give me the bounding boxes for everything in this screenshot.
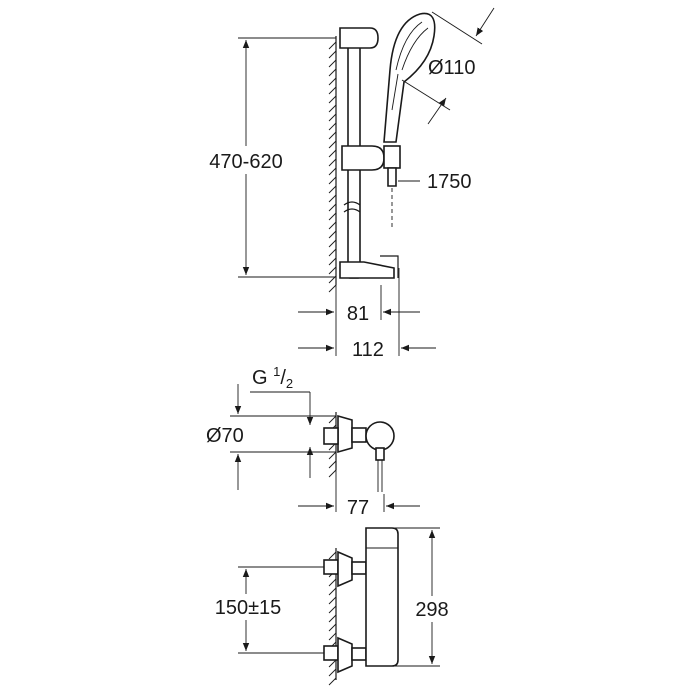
centers-label: 150±15 xyxy=(215,597,282,619)
dim-head-ext-1 xyxy=(431,11,483,45)
thread-label: G 1/2 xyxy=(252,364,293,391)
hatch-stroke xyxy=(328,212,337,221)
hatch-stroke xyxy=(328,194,337,203)
valve-outlet-pipe xyxy=(377,460,383,492)
hose-length-label: 1750 xyxy=(427,171,472,193)
connection-pipe xyxy=(351,427,367,443)
hatch-stroke xyxy=(328,596,337,605)
shower-rail-view: 470-620 Ø110 1750 81 112 xyxy=(192,7,495,361)
hatch-stroke xyxy=(328,460,337,469)
top-bracket xyxy=(339,27,379,49)
hatch-stroke xyxy=(328,167,337,176)
lower-nut xyxy=(323,645,339,661)
rail-break xyxy=(343,201,361,213)
hatch-stroke xyxy=(328,284,337,293)
hatch-stroke xyxy=(328,415,337,424)
hatch-stroke xyxy=(328,41,337,50)
escutcheon xyxy=(337,414,353,454)
hose-connector xyxy=(387,167,397,187)
lower-escutcheon xyxy=(337,636,353,674)
hatch-stroke xyxy=(328,176,337,185)
hand-shower xyxy=(383,12,436,143)
connection-diameter-label: Ø70 xyxy=(206,425,244,447)
valve-side-view: G 1/2 Ø70 77 xyxy=(206,364,420,519)
slider-holder xyxy=(383,145,401,169)
hatch-stroke xyxy=(328,95,337,104)
hatch-stroke xyxy=(328,59,337,68)
hatch-stroke xyxy=(328,659,337,668)
hatch-stroke xyxy=(328,149,337,158)
hatch-stroke xyxy=(328,140,337,149)
hatch-stroke xyxy=(328,185,337,194)
hatch-stroke xyxy=(328,578,337,587)
head-diameter-label: Ø110 xyxy=(428,57,475,79)
total-depth-label: 112 xyxy=(352,339,384,361)
hatch-stroke xyxy=(328,614,337,623)
upper-coupling xyxy=(351,561,367,575)
hatch-stroke xyxy=(328,469,337,478)
valve-body xyxy=(365,421,395,451)
hatch-stroke xyxy=(328,623,337,632)
hatch-stroke xyxy=(328,50,337,59)
hatch-stroke xyxy=(328,131,337,140)
rail-height-label: 470-620 xyxy=(209,151,282,173)
lower-coupling xyxy=(351,647,367,661)
hatch-stroke xyxy=(328,113,337,122)
hatch-stroke xyxy=(328,158,337,167)
hatch-stroke xyxy=(328,266,337,275)
rail-depth-label: 81 xyxy=(347,303,369,325)
wall-hatch xyxy=(328,41,337,293)
thermostat-view: 150±15 298 xyxy=(198,527,458,686)
hatch-stroke xyxy=(328,104,337,113)
bottom-bracket xyxy=(339,261,395,279)
hatch-stroke xyxy=(328,587,337,596)
dim-head-arrow-top xyxy=(475,7,495,37)
hatch-stroke xyxy=(328,203,337,212)
dim-head-ext-2 xyxy=(401,79,451,111)
hatch-stroke xyxy=(328,451,337,460)
hatch-stroke xyxy=(328,605,337,614)
valve-depth-label: 77 xyxy=(347,497,369,519)
hatch-stroke xyxy=(328,632,337,641)
upper-nut xyxy=(323,559,339,575)
hatch-stroke xyxy=(328,230,337,239)
hatch-stroke xyxy=(328,77,337,86)
dim-head-arrow-bottom xyxy=(427,97,447,125)
valve-wall-hatch xyxy=(328,415,337,478)
hatch-stroke xyxy=(328,257,337,266)
valve-height-label: 298 xyxy=(415,599,448,621)
hatch-stroke xyxy=(328,122,337,131)
hatch-stroke xyxy=(328,221,337,230)
hatch-stroke xyxy=(328,248,337,257)
thermostat-body xyxy=(365,527,399,667)
hatch-stroke xyxy=(328,668,337,677)
valve-outlet xyxy=(375,447,385,461)
hatch-stroke xyxy=(328,551,337,560)
hatch-stroke xyxy=(328,677,337,686)
hatch-stroke xyxy=(328,68,337,77)
hatch-stroke xyxy=(328,86,337,95)
upper-escutcheon xyxy=(337,550,353,588)
slider xyxy=(341,145,385,171)
hatch-stroke xyxy=(328,239,337,248)
bottom-bracket-plate xyxy=(380,255,399,278)
connection-nut xyxy=(323,427,339,445)
